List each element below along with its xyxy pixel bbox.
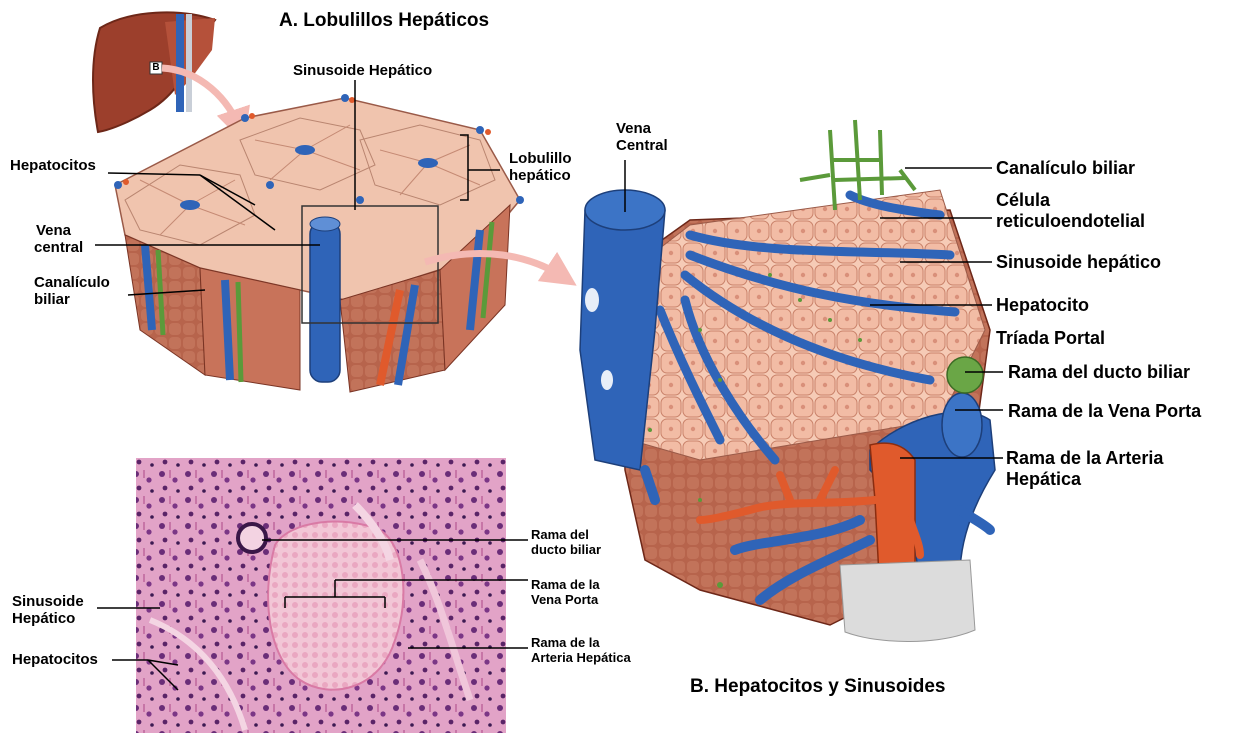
label-sinusoide-hepatico-b: Sinusoide hepático [996,252,1161,273]
label-histo-vena-line2: Vena Porta [531,593,600,608]
label-lobulillo-line2: hepático [509,167,571,184]
label-celula-line1: Célula [996,190,1145,211]
label-vena-central-a: Vena central [34,222,83,257]
histology-micrograph [136,458,506,733]
label-histo-ducto-line2: ducto biliar [531,543,601,558]
label-histo-arteria-line2: Arteria Hepática [531,651,631,666]
label-vena-a-line1: Vena [34,222,83,239]
label-vena-b-line1: Vena [616,120,668,137]
label-histo-arteria-hepatica: Rama de la Arteria Hepática [531,636,631,666]
label-lobulillo-line1: Lobulillo [509,150,571,167]
lobule-block [114,94,524,392]
label-hepatocito: Hepatocito [996,295,1089,316]
label-histo-arteria-line1: Rama de la [531,636,631,651]
label-celula-line2: reticuloendotelial [996,211,1145,232]
label-lobulillo-hepatico: Lobulillo hepático [509,150,571,185]
label-canaliculo-biliar-a: Canalículo biliar [34,274,110,309]
label-histo-sinusoide: Sinusoide Hepático [12,593,84,628]
label-rama-arteria-hepatica: Rama de la Arteria Hepática [1006,448,1163,489]
label-histo-sinusoide-line2: Hepático [12,610,84,627]
label-histo-sinusoide-line1: Sinusoide [12,593,84,610]
label-histo-ducto-line1: Rama del [531,528,601,543]
panel-a-title: A. Lobulillos Hepáticos [279,10,489,32]
label-triada-portal: Tríada Portal [996,328,1105,349]
label-histo-vena-line1: Rama de la [531,578,600,593]
label-vena-central-b: Vena Central [616,120,668,155]
liver-icon-letter: B [150,62,162,74]
label-histo-ducto-biliar: Rama del ducto biliar [531,528,601,558]
label-canaliculo-biliar-b: Canalículo biliar [996,158,1135,179]
label-arteria-line2: Hepática [1006,469,1163,490]
sinusoid-block [580,120,995,642]
label-hepatocitos-a: Hepatocitos [10,157,96,174]
label-vena-a-line2: central [34,239,83,256]
label-canaliculo-a-line2: biliar [34,291,110,308]
label-rama-vena-porta: Rama de la Vena Porta [1008,401,1201,422]
label-vena-b-line2: Central [616,137,668,154]
label-histo-hepatocitos: Hepatocitos [12,651,98,668]
label-sinusoide-hepatico-a: Sinusoide Hepático [293,62,432,79]
label-arteria-line1: Rama de la Arteria [1006,448,1163,469]
label-rama-ducto-biliar: Rama del ducto biliar [1008,362,1190,383]
label-histo-vena-porta: Rama de la Vena Porta [531,578,600,608]
label-canaliculo-a-line1: Canalículo [34,274,110,291]
label-celula-reticuloendotelial: Célula reticuloendotelial [996,190,1145,231]
panel-b-title: B. Hepatocitos y Sinusoides [690,676,946,698]
